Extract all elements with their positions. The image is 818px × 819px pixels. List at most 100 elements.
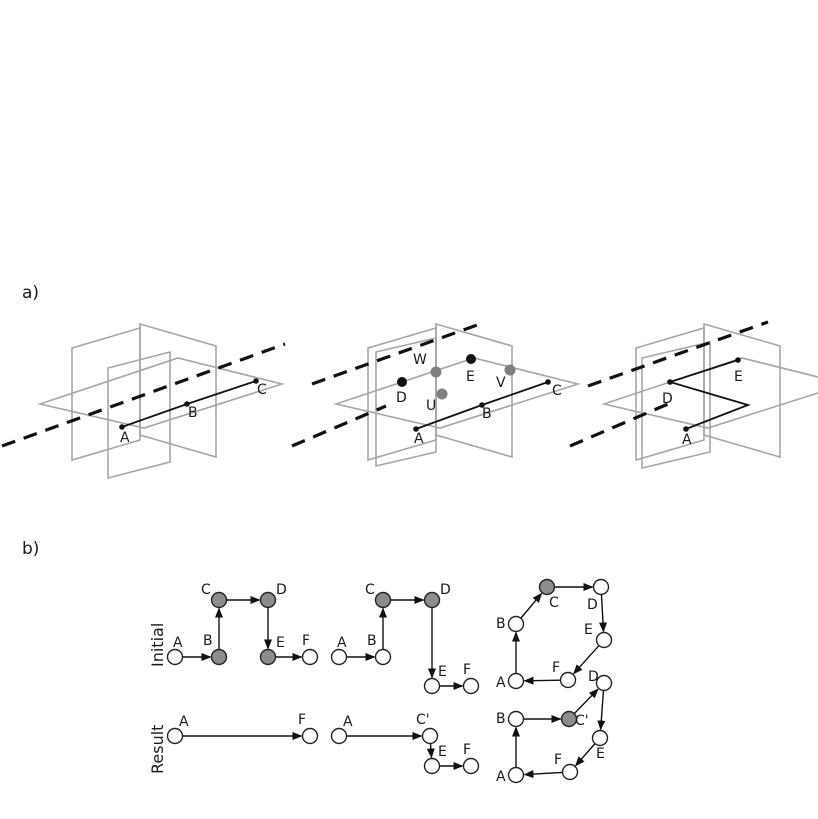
- node-label-a: A: [496, 675, 506, 691]
- edge-cp-d: [573, 688, 599, 715]
- node-e: [595, 631, 613, 649]
- label-w: W: [413, 352, 427, 368]
- label-d: D: [396, 390, 407, 406]
- node-label-b: B: [203, 633, 213, 649]
- node-c: [210, 591, 228, 609]
- node-label-a: A: [343, 714, 353, 730]
- node-label-f: F: [552, 660, 560, 676]
- dashed-line-upper: [311, 322, 481, 386]
- row-label-initial: Initial: [148, 623, 167, 667]
- panel-label-a: a): [22, 283, 39, 303]
- node-d: [259, 591, 277, 609]
- node-b: [374, 648, 392, 666]
- point-e: [466, 354, 476, 364]
- node-label-f: F: [463, 742, 471, 758]
- node-e: [591, 729, 609, 747]
- plane-cluster-1: [37, 322, 285, 480]
- label-e: E: [734, 369, 743, 385]
- node-f: [301, 648, 319, 666]
- node-label-a: A: [173, 635, 183, 651]
- node-label-b: B: [496, 616, 506, 632]
- point-b: [479, 402, 485, 408]
- graph-g1-initial: A B C D E F: [166, 582, 319, 666]
- node-label-e: E: [596, 746, 605, 762]
- plane-vertical-front: [635, 326, 705, 462]
- node-label-d: D: [588, 669, 599, 685]
- label-a: A: [682, 432, 692, 448]
- label-c: C: [257, 382, 267, 398]
- point-d: [667, 379, 673, 385]
- node-a: [507, 766, 525, 784]
- plane-vertical-front: [71, 326, 141, 462]
- node-c-prime: [560, 710, 578, 728]
- row-label-result: Result: [148, 725, 167, 774]
- node-b: [210, 648, 228, 666]
- point-b: [184, 401, 190, 407]
- node-b: [507, 710, 525, 728]
- node-a: [330, 648, 348, 666]
- point-d: [397, 377, 407, 387]
- part-a-figure-2: W E V D U C B A: [291, 322, 581, 468]
- node-d: [595, 674, 613, 692]
- part-a-figure-1: A B C: [1, 322, 286, 480]
- node-label-e: E: [438, 664, 447, 680]
- node-f: [462, 757, 480, 775]
- node-label-d: D: [440, 582, 451, 598]
- point-a: [683, 426, 689, 432]
- point-a: [413, 426, 419, 432]
- node-a: [166, 727, 184, 745]
- dashed-line-lower: [291, 404, 387, 448]
- chain-line: [666, 359, 751, 430]
- node-f: [301, 727, 319, 745]
- point-w: [430, 366, 442, 378]
- part-a-figure-3: D E A: [569, 320, 818, 470]
- plane-vertical-mid: [641, 340, 711, 470]
- node-a: [507, 672, 525, 690]
- node-label-b: B: [496, 711, 506, 727]
- node-c: [538, 578, 556, 596]
- edge-d-e: [599, 594, 608, 633]
- node-label-e: E: [438, 744, 447, 760]
- edge-f-a: [523, 770, 563, 779]
- node-f: [561, 763, 579, 781]
- dashed-line: [1, 342, 286, 448]
- edge-d-e: [597, 690, 606, 731]
- point-v: [504, 364, 516, 376]
- node-b: [507, 615, 525, 633]
- node-label-e: E: [276, 635, 285, 651]
- node-c-prime: [421, 727, 439, 745]
- node-label-d: D: [276, 582, 287, 598]
- node-a: [330, 727, 348, 745]
- plane-cluster-3: [601, 322, 818, 470]
- node-label-e: E: [584, 622, 593, 638]
- node-d: [423, 591, 441, 609]
- point-c: [253, 378, 259, 384]
- label-v: V: [496, 375, 506, 391]
- label-c: C: [552, 383, 562, 399]
- label-b: B: [188, 405, 198, 421]
- node-label-f: F: [298, 712, 306, 728]
- plane-vertical-back: [139, 322, 217, 459]
- dashed-line-lower: [569, 402, 669, 448]
- node-e: [259, 648, 277, 666]
- point-c: [545, 379, 551, 385]
- point-e: [735, 357, 741, 363]
- node-d: [592, 578, 610, 596]
- node-label-b: B: [367, 633, 377, 649]
- node-label-c: C: [201, 582, 211, 598]
- label-a: A: [120, 430, 130, 446]
- node-label-f: F: [302, 633, 310, 649]
- point-u: [436, 388, 448, 400]
- plane-cluster-2: [333, 322, 581, 468]
- label-b: B: [482, 406, 492, 422]
- plane-horizontal: [333, 357, 581, 429]
- node-label-c-prime: C': [575, 713, 589, 729]
- edge-e-f: [574, 743, 596, 767]
